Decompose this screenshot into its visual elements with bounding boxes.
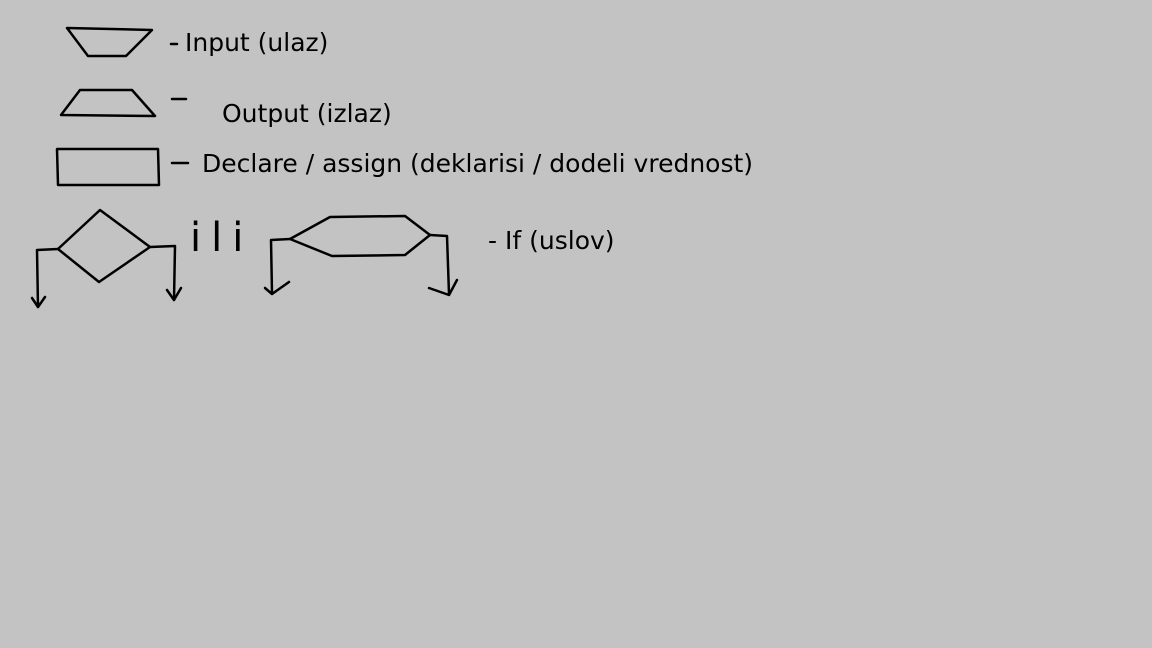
input-label: Input (ulaz) xyxy=(185,28,329,57)
ili-connector: ili xyxy=(190,215,254,261)
declare-label: Declare / assign (deklarisi / dodeli vre… xyxy=(202,149,754,178)
if-label-dash: - xyxy=(488,226,498,255)
rectangle-icon xyxy=(55,147,161,187)
input-trapezoid-icon xyxy=(65,26,154,58)
diamond-icon xyxy=(30,208,183,309)
output-trapezoid-icon xyxy=(59,88,157,118)
output-label: Output (izlaz) xyxy=(222,99,392,128)
if-label: If (uslov) xyxy=(505,226,615,255)
hexagon-icon xyxy=(263,214,459,297)
